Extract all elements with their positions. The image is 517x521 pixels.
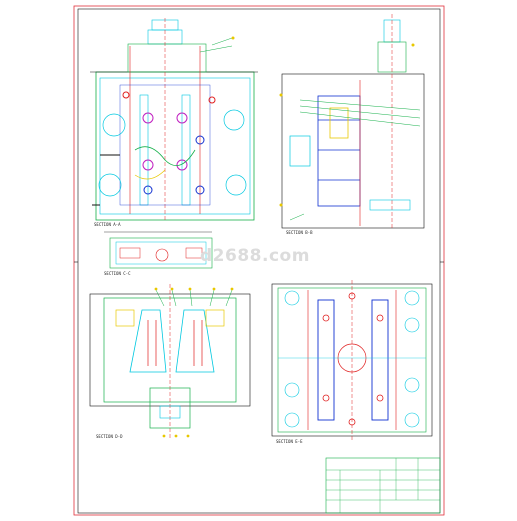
outer-border [73, 5, 445, 516]
top-right-section-view [279, 14, 425, 230]
strip-view [104, 231, 213, 269]
title-block [325, 457, 441, 514]
bottom-left-section-view [89, 284, 251, 440]
section-label-c: SECTION C-C [104, 271, 131, 276]
watermark-text: d2688.com [200, 246, 310, 266]
section-label-a: SECTION A-A [94, 222, 121, 227]
section-label-e: SECTION E-E [276, 439, 303, 444]
bottom-right-plan-view [271, 280, 433, 440]
section-label-d: SECTION D-D [96, 434, 123, 439]
top-left-mold-view [90, 18, 258, 221]
section-label-b: SECTION B-B [286, 230, 313, 235]
inner-border [77, 8, 441, 514]
